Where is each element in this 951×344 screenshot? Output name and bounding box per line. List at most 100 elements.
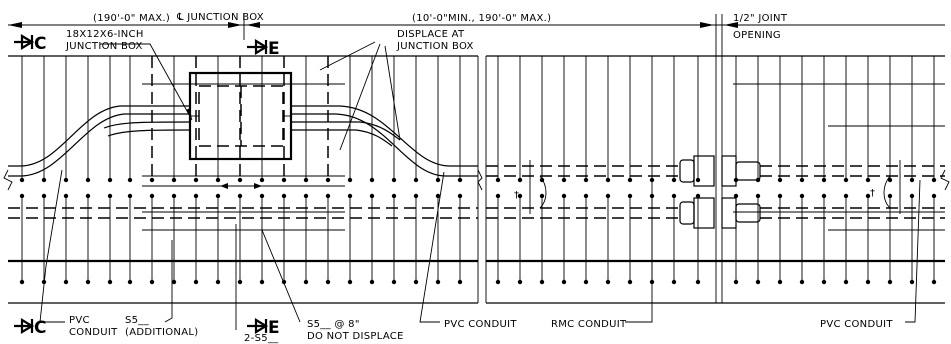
rebar-dot <box>695 279 701 285</box>
rebar-dot <box>63 177 69 183</box>
pvc-conduit-right: PVC CONDUIT <box>820 319 893 330</box>
joint-label-line1: " JOINT <box>750 13 788 24</box>
rebar-dot <box>347 279 353 285</box>
rebar-dot <box>931 193 937 199</box>
centerline-junction-box-label: ℄ JUNCTION BOX <box>176 12 264 23</box>
rebar-dot <box>799 193 805 199</box>
rebar-dot <box>821 279 827 285</box>
junction-box <box>188 71 293 161</box>
rebar-dot <box>583 279 589 285</box>
rebar-dot <box>281 193 287 199</box>
rebar-dot <box>63 279 69 285</box>
s5-spacing-2: DO NOT DISPLACE <box>307 331 404 342</box>
rebar-dot <box>457 177 463 183</box>
rebar-dot <box>193 177 199 183</box>
rebar-dot <box>457 193 463 199</box>
rebar-dot <box>193 279 199 285</box>
rebar-dot <box>909 279 915 285</box>
rebar-dot <box>517 177 523 183</box>
dagger-right: † <box>870 188 875 199</box>
rebar-dot <box>931 177 937 183</box>
section-e-label: E <box>268 39 280 59</box>
rebar-dot <box>127 177 133 183</box>
rebar-dot <box>843 177 849 183</box>
junction-box-callout-1: 18X12X6-INCH <box>66 29 144 40</box>
rebar-dot <box>561 193 567 199</box>
dagger-markers: † † <box>514 160 901 214</box>
rebar-dot <box>391 279 397 285</box>
dimension-lines <box>8 14 945 56</box>
leader-lines <box>39 41 921 330</box>
section-mark-c-bottom: C <box>14 318 46 338</box>
rebar-dot <box>865 177 871 183</box>
rebar-dot <box>413 193 419 199</box>
rebar-dot <box>391 177 397 183</box>
two-s5-label: 2-S5__ <box>244 333 279 344</box>
rebar-dot <box>237 193 243 199</box>
rebar-dot <box>517 279 523 285</box>
rebar-dot <box>369 279 375 285</box>
rebar-dot <box>755 279 761 285</box>
rebar-dot <box>931 279 937 285</box>
rebar-dot <box>149 279 155 285</box>
rebar-dot <box>755 193 761 199</box>
rebar-dot <box>695 193 701 199</box>
rebar-dot <box>799 279 805 285</box>
rebar-dot <box>495 177 501 183</box>
rebar-dot <box>843 193 849 199</box>
rebar-dot <box>215 193 221 199</box>
rebar-dot <box>325 177 331 183</box>
transverse-bars <box>142 83 945 231</box>
rebar-dot <box>127 193 133 199</box>
rebar-dot <box>733 193 739 199</box>
section-e-bottom-label: E <box>268 318 280 338</box>
rebar-dot <box>127 279 133 285</box>
dagger-left: † <box>514 190 519 201</box>
s5-spacing-1: S5__ @ 8" <box>307 319 360 330</box>
rebar-dot <box>281 177 287 183</box>
rebar-dot <box>19 177 25 183</box>
rebar-dot <box>19 193 25 199</box>
rebar-dot <box>605 177 611 183</box>
rebar-dot <box>495 193 501 199</box>
rebar-dot <box>865 193 871 199</box>
rebar-dot <box>887 279 893 285</box>
rebar-dot <box>237 279 243 285</box>
rebar-dot <box>171 177 177 183</box>
rebar-dot <box>821 177 827 183</box>
rebar-dot <box>457 279 463 285</box>
rebar-dot <box>193 193 199 199</box>
rebar-dot <box>171 279 177 285</box>
left-max-dimension: (190'-0" MAX.) <box>93 13 170 24</box>
section-c-label: C <box>34 34 46 54</box>
displace-callout-2: JUNCTION BOX <box>396 41 474 52</box>
rebar-dot <box>413 279 419 285</box>
rebar-dot <box>107 177 113 183</box>
section-mark-c-top: C <box>14 34 46 54</box>
rebar-dot <box>215 177 221 183</box>
rebar-dot <box>583 177 589 183</box>
rebar-dot <box>107 193 113 199</box>
rebar-dot <box>85 279 91 285</box>
s5-additional-2: (ADDITIONAL) <box>125 327 198 338</box>
junction-box-callout-2: JUNCTION BOX <box>65 41 143 52</box>
section-mark-e-bottom: E <box>247 318 280 338</box>
rebar-dot <box>435 279 441 285</box>
rebar-dot <box>85 193 91 199</box>
pvc-conduit-mid: PVC CONDUIT <box>444 319 517 330</box>
right-range-dimension: (10'-0"MIN., 190'-0" MAX.) <box>412 13 551 24</box>
rebar-dot <box>347 193 353 199</box>
section-mark-e-top: E <box>247 39 280 59</box>
rebar-dot <box>671 279 677 285</box>
rebar-dot <box>887 193 893 199</box>
rebar-dot <box>259 279 265 285</box>
rebar-dot <box>435 177 441 183</box>
rebar-dot <box>671 193 677 199</box>
rebar-dot <box>303 279 309 285</box>
rebar-dot <box>821 193 827 199</box>
rebar-dot <box>435 193 441 199</box>
section-c-bottom-label: C <box>34 318 46 338</box>
rebar-dot <box>41 177 47 183</box>
rebar-dot <box>671 177 677 183</box>
